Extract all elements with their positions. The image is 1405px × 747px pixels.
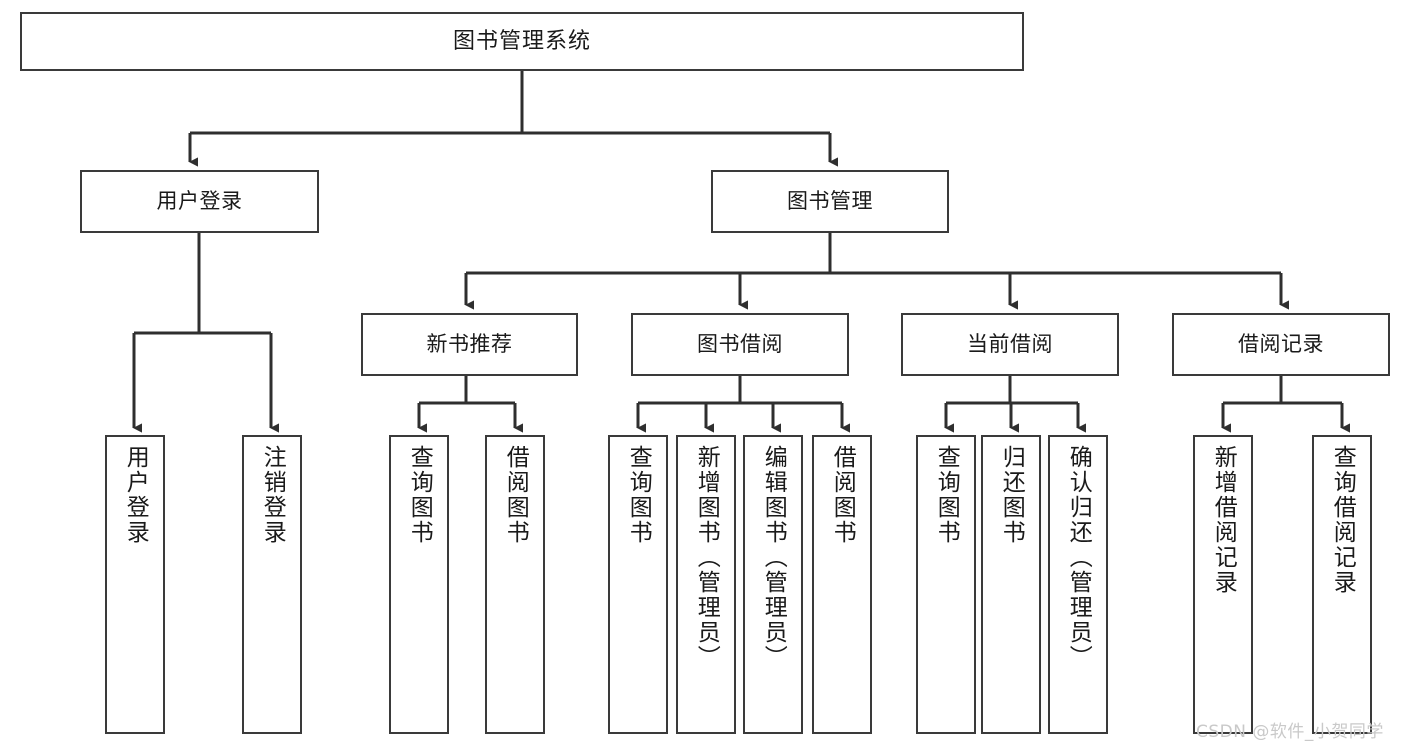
node-label: 查询图书 — [933, 445, 960, 545]
leaf-user-login[interactable]: 用户登录 — [105, 435, 165, 734]
leaf-query-book-borrow[interactable]: 查询图书 — [608, 435, 668, 734]
node-label: 借阅记录 — [1238, 332, 1324, 357]
node-label: 查询借阅记录 — [1329, 445, 1356, 595]
leaf-add-book-admin[interactable]: 新增图书（管理员） — [676, 435, 736, 734]
node-label: 新书推荐 — [426, 332, 513, 357]
node-book-management[interactable]: 图书管理 — [711, 170, 949, 233]
leaf-query-book-current[interactable]: 查询图书 — [916, 435, 976, 734]
node-label: 当前借阅 — [967, 332, 1053, 357]
node-root-book-management-system[interactable]: 图书管理系统 — [20, 12, 1024, 71]
leaf-query-borrow-record[interactable]: 查询借阅记录 — [1312, 435, 1372, 734]
node-label: 编辑图书（管理员） — [760, 445, 787, 670]
node-label: 借阅图书 — [829, 445, 856, 545]
leaf-return-book[interactable]: 归还图书 — [981, 435, 1041, 734]
node-label: 归还图书 — [998, 445, 1025, 545]
node-label: 新增图书（管理员） — [693, 445, 720, 670]
node-borrow-record[interactable]: 借阅记录 — [1172, 313, 1390, 376]
leaf-confirm-return-admin[interactable]: 确认归还（管理员） — [1048, 435, 1108, 734]
leaf-query-book-recommend[interactable]: 查询图书 — [389, 435, 449, 734]
node-label: 用户登录 — [122, 445, 149, 545]
node-book-borrow[interactable]: 图书借阅 — [631, 313, 849, 376]
node-label: 图书借阅 — [697, 332, 783, 357]
leaf-edit-book-admin[interactable]: 编辑图书（管理员） — [743, 435, 803, 734]
node-label: 新增借阅记录 — [1210, 445, 1237, 595]
node-user-login[interactable]: 用户登录 — [80, 170, 319, 233]
leaf-add-borrow-record[interactable]: 新增借阅记录 — [1193, 435, 1253, 734]
node-label: 借阅图书 — [502, 445, 529, 545]
node-label: 图书管理系统 — [452, 28, 591, 54]
node-label: 注销登录 — [259, 445, 286, 545]
node-label: 确认归还（管理员） — [1065, 445, 1092, 670]
node-label: 图书管理 — [787, 189, 873, 214]
watermark-text: CSDN @软件_小贺同学 — [1196, 722, 1384, 742]
node-new-book-recommend[interactable]: 新书推荐 — [361, 313, 578, 376]
node-label: 用户登录 — [156, 189, 243, 214]
node-current-borrow[interactable]: 当前借阅 — [901, 313, 1119, 376]
leaf-user-logout[interactable]: 注销登录 — [242, 435, 302, 734]
node-label: 查询图书 — [406, 445, 433, 545]
leaf-borrow-book[interactable]: 借阅图书 — [812, 435, 872, 734]
leaf-borrow-book-recommend[interactable]: 借阅图书 — [485, 435, 545, 734]
node-label: 查询图书 — [625, 445, 652, 545]
